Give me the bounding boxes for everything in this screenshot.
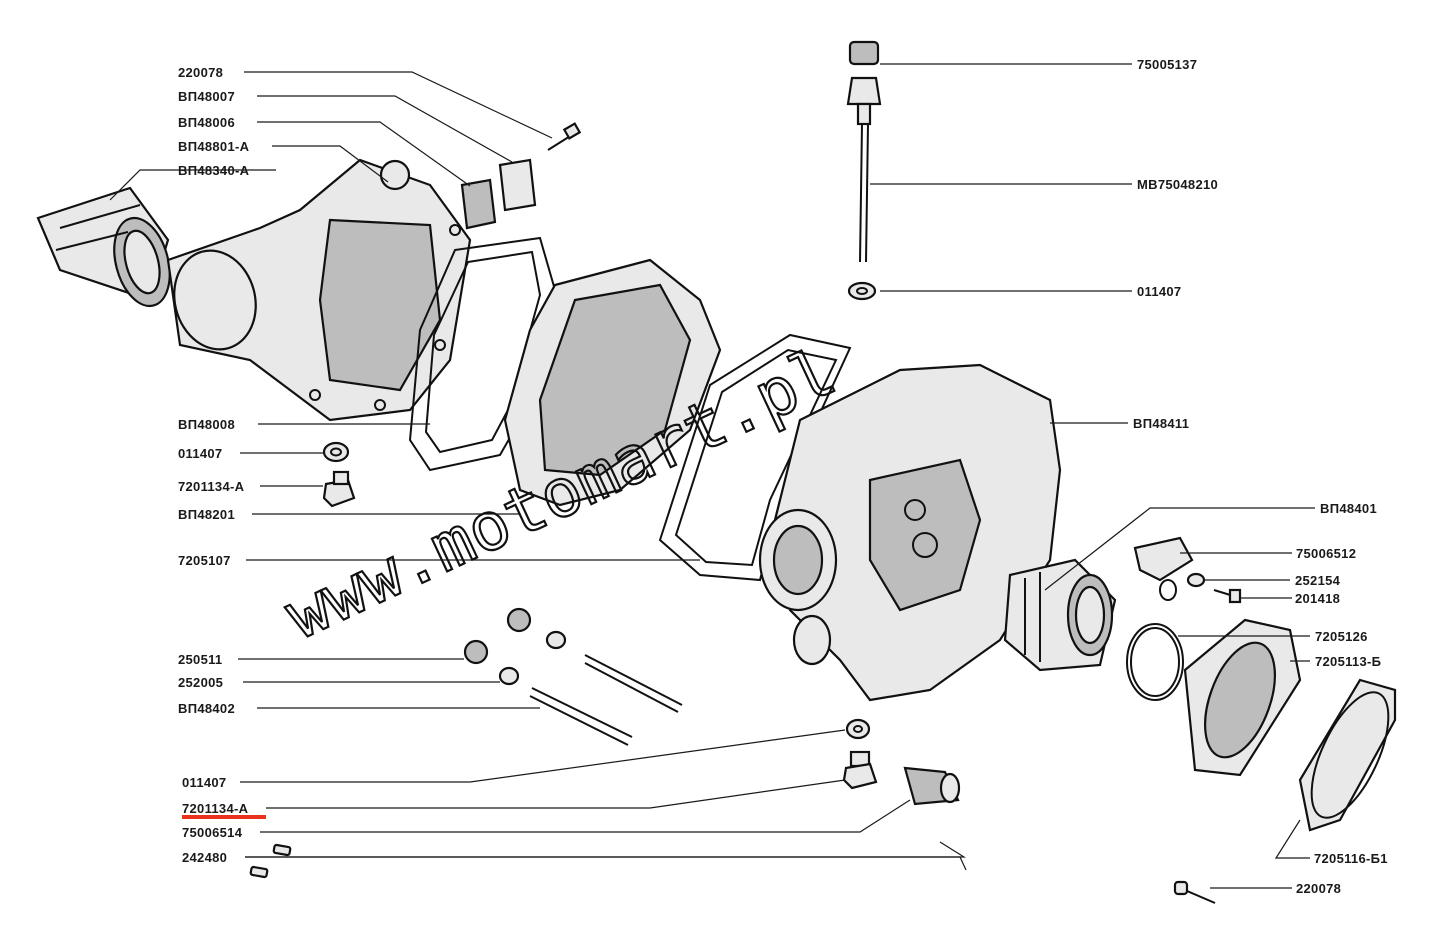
label-250511: 250511 [178, 652, 222, 667]
cover-plates-drawing [460, 122, 582, 230]
label-75006514: 75006514 [182, 825, 243, 840]
dipstick-drawing [846, 40, 882, 301]
label-7205116-b1: 7205116-Б1 [1314, 851, 1388, 866]
leader-lines [109, 63, 1315, 889]
label-7201134-a-2: 7201134-А [182, 801, 249, 816]
label-220078-bottom: 220078 [1296, 881, 1341, 896]
label-vp48201: ВП48201 [178, 507, 235, 522]
label-7201134-a-1: 7201134-А [178, 479, 245, 494]
label-vp48401: ВП48401 [1320, 501, 1377, 516]
label-011407-a: 011407 [178, 446, 222, 461]
label-vp48801-a: ВП48801-А [178, 139, 250, 154]
left-housing-drawing [166, 158, 472, 422]
label-201418: 201418 [1295, 591, 1340, 606]
label-75005137: 75005137 [1137, 57, 1197, 72]
label-vp48008: ВП48008 [178, 417, 235, 432]
threaded-tube-drawing [1003, 558, 1117, 672]
label-011407-b: 011407 [182, 775, 226, 790]
label-220078-top: 220078 [178, 65, 223, 80]
label-vp48402: ВП48402 [178, 701, 235, 716]
middle-cover-drawing [503, 258, 722, 507]
left-fasteners-drawing [322, 441, 356, 508]
label-vp48006: ВП48006 [178, 115, 235, 130]
label-75006512: 75006512 [1296, 546, 1356, 561]
studs-drawing [463, 607, 683, 746]
label-vp48340-a: ВП48340-А [178, 163, 250, 178]
label-7205126: 7205126 [1315, 629, 1368, 644]
label-011407-c: 011407 [1137, 284, 1181, 299]
bottom-parts-drawing [249, 718, 961, 879]
label-mb75048210: МВ75048210 [1137, 177, 1218, 192]
label-vp48007: ВП48007 [178, 89, 235, 104]
highlight-underline [182, 815, 266, 819]
right-parts-drawing [1126, 536, 1397, 904]
label-7205107: 7205107 [178, 553, 231, 568]
label-252005: 252005 [178, 675, 223, 690]
label-242480: 242480 [182, 850, 227, 865]
bushing-drawing [36, 186, 171, 308]
main-housing-drawing [758, 363, 1062, 702]
gasket-1-drawing [408, 236, 557, 472]
label-7205113-b: 7205113-Б [1315, 654, 1381, 669]
label-252154: 252154 [1295, 573, 1341, 588]
label-vp48411: ВП48411 [1133, 416, 1189, 431]
